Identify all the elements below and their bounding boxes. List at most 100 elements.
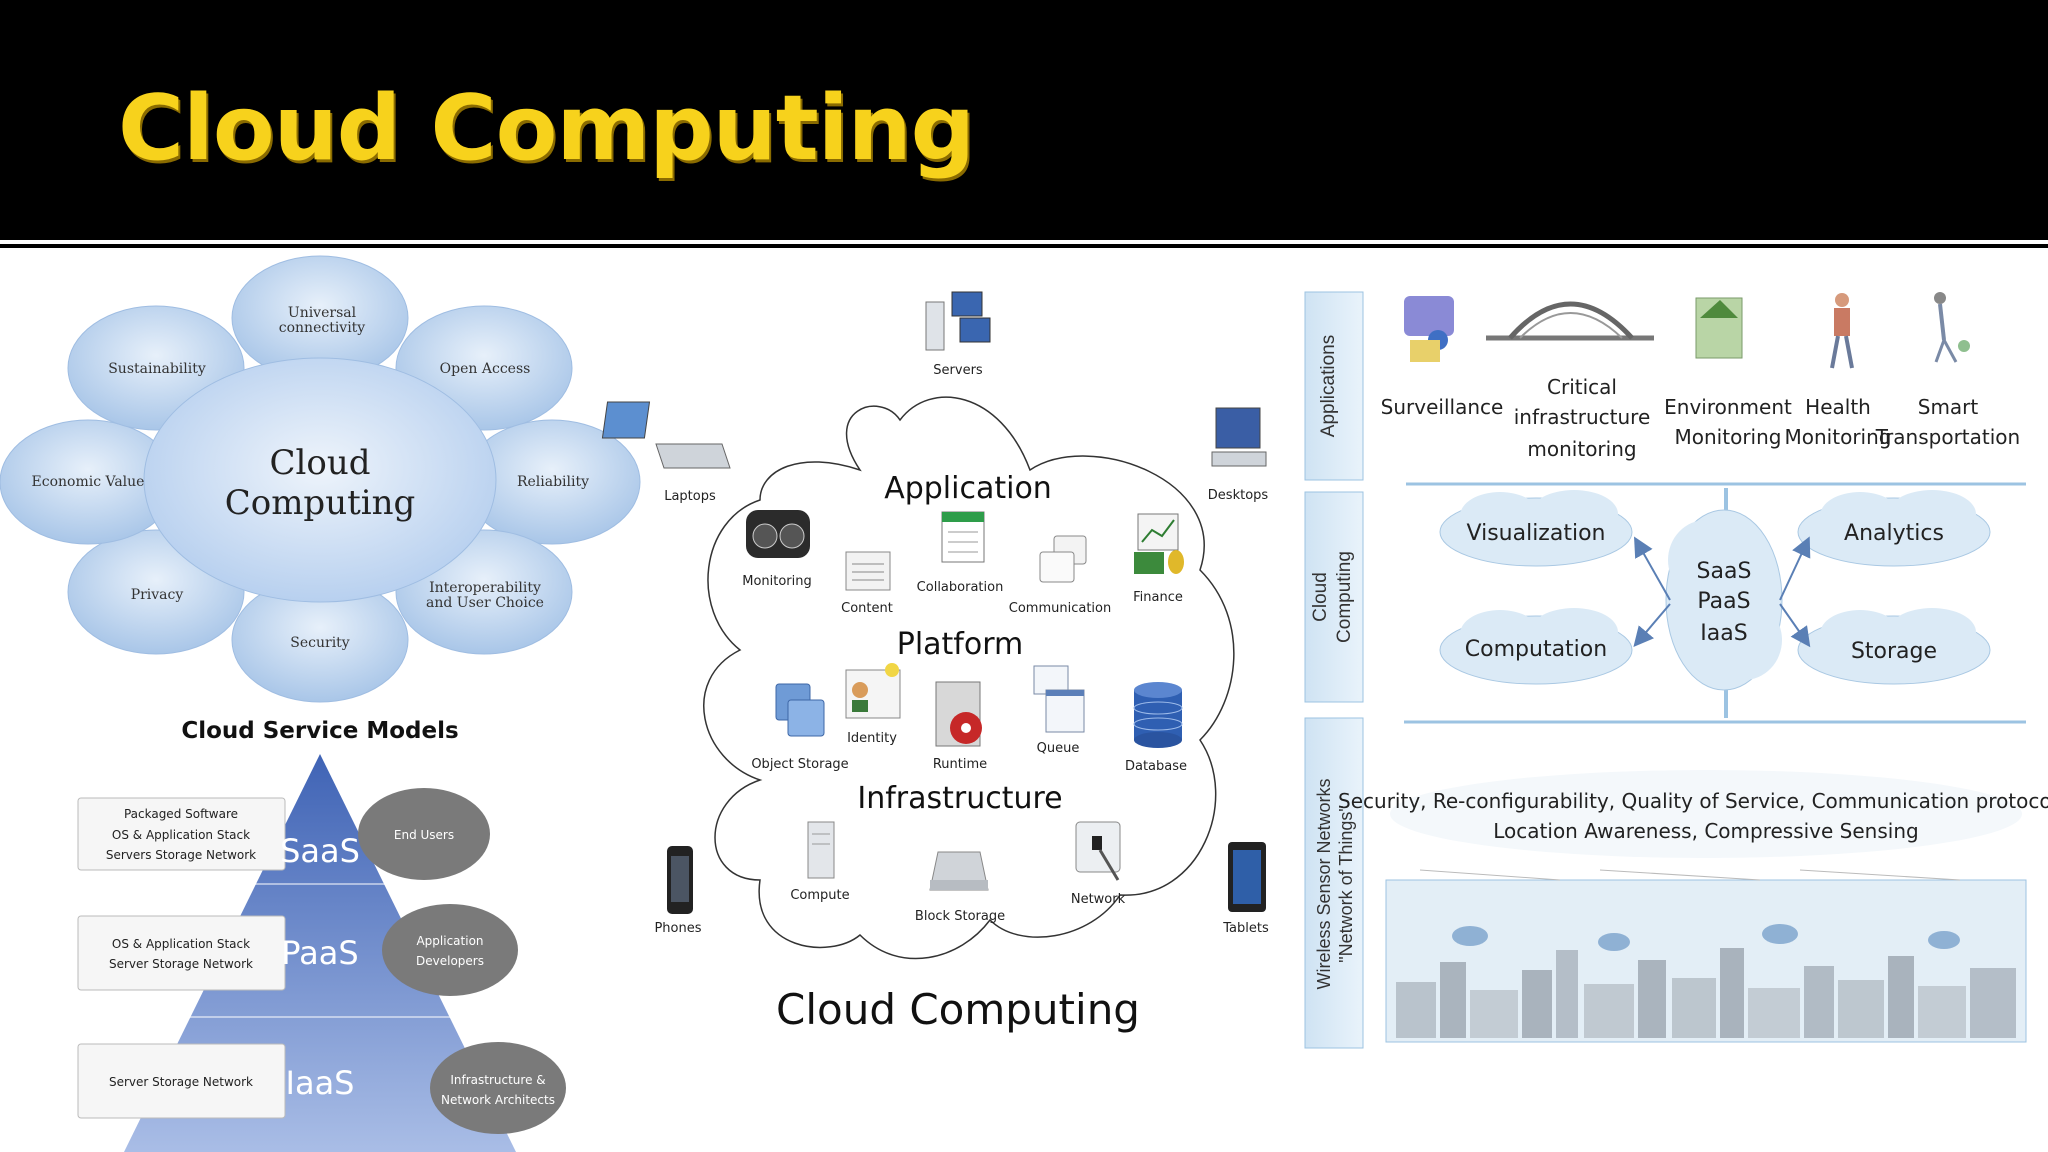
title-rule [0, 244, 2048, 248]
tier-label-iaas: IaaS [286, 1064, 355, 1102]
petal-label: Open Access [440, 361, 531, 377]
device-label: Phones [654, 921, 701, 936]
center-service: IaaS [1700, 621, 1747, 646]
cloud-label: Visualization [1467, 521, 1606, 546]
app-label: Transportation [1875, 425, 2020, 449]
surveillance-icon [1404, 296, 1454, 362]
servers-icon [925, 291, 991, 351]
sensor-network-city [1385, 869, 2027, 1043]
desktop-icon [1211, 407, 1267, 467]
content-icon [845, 551, 891, 591]
side-label: Cloud [1310, 572, 1331, 622]
item-label: Monitoring [742, 574, 812, 589]
queue-icon [1033, 665, 1085, 733]
stack-box-paas [77, 915, 286, 991]
center-service: PaaS [1697, 589, 1750, 614]
app-label: Critical [1547, 375, 1617, 399]
side-label: Computing [1334, 551, 1355, 643]
item-label: Database [1125, 759, 1187, 774]
analytics-cloud [1797, 490, 1991, 567]
item-label: Block Storage [915, 909, 1005, 924]
item-label: Collaboration [917, 580, 1004, 595]
users-label: Infrastructure & [450, 1073, 545, 1087]
item-label: Queue [1037, 741, 1080, 756]
petal-label: Security [290, 635, 350, 651]
side-bar-applications [1304, 291, 1364, 481]
iot-diagram: Applications Cloud Computing Wireless Se… [1304, 291, 2048, 1049]
item-label: Runtime [933, 757, 987, 772]
stack-line: Server Storage Network [109, 957, 253, 971]
features-text: Location Awareness, Compressive Sensing [1493, 819, 1918, 843]
users-ellipse-iaas [430, 1042, 566, 1134]
compute-icon [807, 821, 835, 879]
environment-icon [1695, 297, 1743, 359]
device-label: Servers [933, 363, 983, 378]
app-label: Environment [1664, 395, 1792, 419]
item-label: Network [1071, 892, 1126, 907]
device-label: Tablets [1222, 921, 1269, 936]
block-storage-icon [929, 851, 989, 891]
users-ellipse-paas [382, 904, 518, 996]
petal-label: Interoperability [429, 580, 541, 596]
network-icon [1075, 821, 1121, 881]
laptop-icon [601, 401, 731, 469]
tier-label-paas: PaaS [281, 934, 358, 972]
petal-label: and User Choice [426, 595, 544, 611]
petal-label: Universal [288, 305, 357, 321]
cloud-diagram: Application Platform Infrastructure Serv… [601, 291, 1269, 1034]
phone-icon [667, 846, 693, 914]
platform-heading: Platform [897, 627, 1024, 662]
center-label: Computing [225, 483, 416, 523]
users-label: End Users [394, 828, 454, 842]
service-models-diagram: Cloud Service Models Packaged Software O… [77, 718, 566, 1152]
collaboration-icon [941, 511, 985, 563]
side-bar-cloud [1304, 491, 1364, 703]
device-label: Laptops [664, 489, 716, 504]
tier-label-saas: SaaS [280, 832, 360, 870]
identity-icon [845, 663, 901, 719]
infrastructure-heading: Infrastructure [857, 781, 1062, 816]
item-label: Content [841, 601, 893, 616]
item-label: Finance [1133, 590, 1183, 605]
cloud-outline [703, 396, 1235, 960]
users-ellipse-saas [358, 788, 490, 880]
petal-label: Sustainability [108, 361, 206, 377]
petal-label: Privacy [131, 587, 184, 603]
cloud-label: Computation [1465, 637, 1607, 662]
petal-label: Reliability [517, 474, 589, 490]
item-label: Compute [790, 888, 849, 903]
transportation-icon [1934, 292, 1970, 363]
app-label: monitoring [1527, 437, 1636, 461]
cloud-label: Storage [1851, 639, 1937, 664]
item-label: Object Storage [751, 757, 848, 772]
app-label: Surveillance [1381, 395, 1504, 419]
service-models-title: Cloud Service Models [181, 718, 458, 744]
computation-cloud [1439, 608, 1633, 685]
communication-icon [1039, 535, 1087, 583]
center-label: Cloud [269, 443, 370, 483]
stack-line: Servers Storage Network [106, 848, 256, 862]
cloud-center [143, 357, 497, 603]
users-label: Developers [416, 954, 484, 968]
runtime-icon [935, 681, 982, 747]
users-label: Network Architects [441, 1093, 555, 1107]
monitoring-icon [746, 510, 810, 558]
cloud-caption: Cloud Computing [776, 985, 1140, 1034]
slide-title: Cloud Computing [118, 76, 975, 181]
tablet-icon [1228, 842, 1266, 912]
characteristics-diagram: Universal connectivity Open Access Relia… [0, 255, 641, 703]
stack-line: OS & Application Stack [112, 937, 250, 951]
app-label: Smart [1918, 395, 1979, 419]
stack-box-iaas [77, 1043, 286, 1119]
center-service: SaaS [1697, 559, 1752, 584]
bridge-icon [1486, 301, 1654, 341]
title-bar [0, 0, 2048, 240]
app-label: Monitoring [1785, 425, 1892, 449]
health-icon [1830, 293, 1854, 369]
visualization-cloud [1439, 490, 1633, 567]
central-cloud [1665, 509, 1783, 691]
stack-box-saas [77, 797, 286, 871]
side-label: "Network of Things" [1336, 805, 1356, 963]
side-label: Wireless Sensor Networks [1314, 778, 1334, 989]
